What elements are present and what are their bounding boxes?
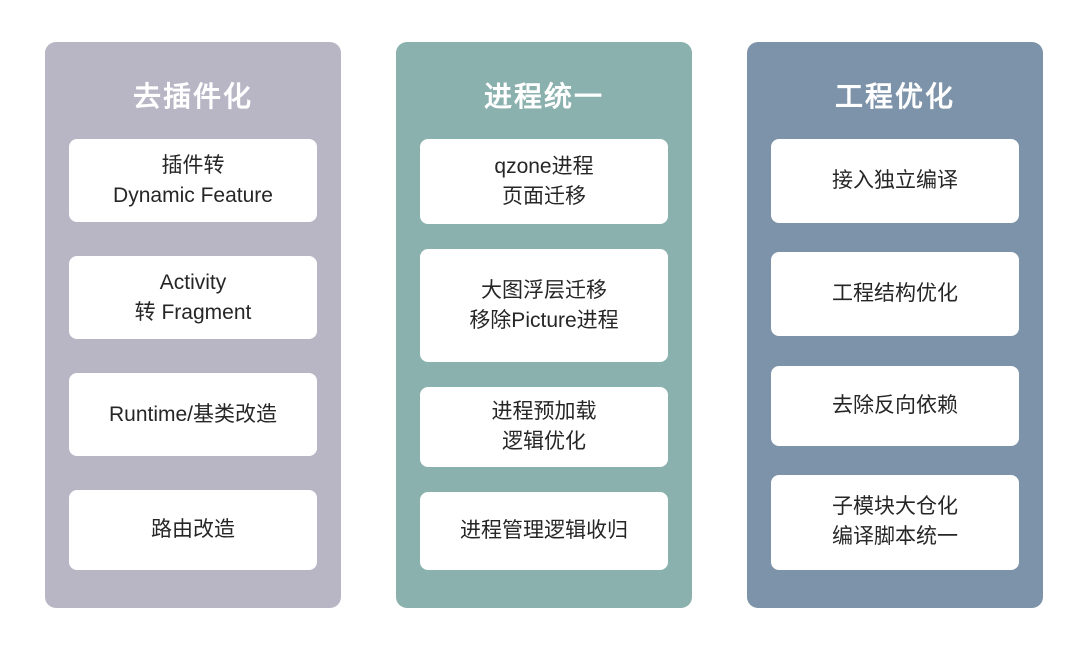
task-card-activity-to-fragment: Activity 转 Fragment bbox=[69, 256, 317, 339]
column-de-plugin-title: 去插件化 bbox=[132, 80, 253, 112]
task-card-process-management-consolidate: 进程管理逻辑收归 bbox=[420, 492, 668, 570]
task-card-qzone-process-migration: qzone进程 页面迁移 bbox=[420, 139, 668, 224]
task-card-plugin-to-dynamic-feature: 插件转 Dynamic Feature bbox=[69, 139, 317, 222]
task-card-remove-reverse-dependency: 去除反向依赖 bbox=[771, 365, 1019, 446]
task-card-router-refactor: 路由改造 bbox=[69, 490, 317, 570]
task-card-picture-process-removal: 大图浮层迁移 移除Picture进程 bbox=[420, 249, 668, 362]
task-card-independent-compile: 接入独立编译 bbox=[771, 139, 1019, 223]
column-engineering-optimize: 工程优化 接入独立编译 工程结构优化 去除反向依赖 子模块大仓化 编译脚本统一 bbox=[747, 42, 1043, 608]
column-process-unify: 进程统一 qzone进程 页面迁移 大图浮层迁移 移除Picture进程 进程预… bbox=[396, 42, 692, 608]
task-card-submodule-monorepo: 子模块大仓化 编译脚本统一 bbox=[771, 474, 1019, 570]
task-card-runtime-base-refactor: Runtime/基类改造 bbox=[69, 373, 317, 456]
pillar-row: 去插件化 插件转 Dynamic Feature Activity 转 Frag… bbox=[45, 42, 1043, 608]
task-card-process-preload-optimize: 进程预加载 逻辑优化 bbox=[420, 387, 668, 467]
column-engineering-optimize-title: 工程优化 bbox=[834, 80, 955, 112]
column-process-unify-cards: qzone进程 页面迁移 大图浮层迁移 移除Picture进程 进程预加载 逻辑… bbox=[396, 139, 692, 608]
task-card-project-structure-optimize: 工程结构优化 bbox=[771, 252, 1019, 337]
column-process-unify-title: 进程统一 bbox=[483, 80, 604, 112]
column-de-plugin: 去插件化 插件转 Dynamic Feature Activity 转 Frag… bbox=[45, 42, 341, 608]
column-engineering-optimize-cards: 接入独立编译 工程结构优化 去除反向依赖 子模块大仓化 编译脚本统一 bbox=[747, 139, 1043, 608]
column-de-plugin-cards: 插件转 Dynamic Feature Activity 转 Fragment … bbox=[45, 139, 341, 608]
